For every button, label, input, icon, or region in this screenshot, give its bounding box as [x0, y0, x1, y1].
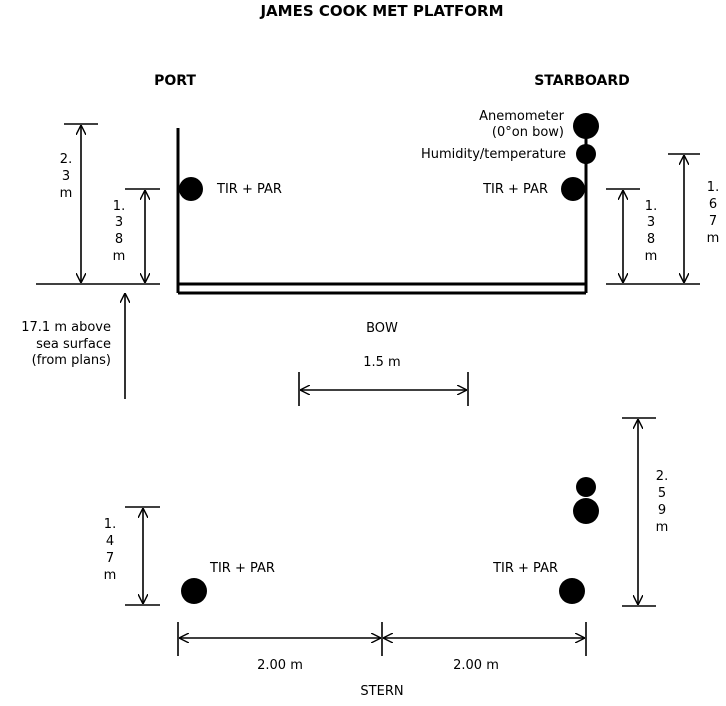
svg-text:7: 7 — [709, 214, 717, 229]
bow-label: BOW — [366, 321, 398, 336]
svg-text:m: m — [656, 520, 669, 535]
stern-starboard-tir-par-sensor — [559, 578, 585, 604]
svg-text:3: 3 — [647, 215, 655, 230]
stern-starboard-tir-par-label: TIR + PAR — [492, 561, 558, 576]
svg-text:8: 8 — [647, 232, 655, 247]
diagram-title: JAMES COOK MET PLATFORM — [259, 2, 503, 20]
port-tall-dimension: 2. 3 m — [36, 123, 160, 285]
svg-text:1.: 1. — [104, 517, 116, 532]
bow-width-dimension: 1.5 m — [298, 355, 469, 406]
stern-left-dimension: 1. 4 7 m — [104, 506, 160, 606]
stern-span-dimensions: 2.00 m 2.00 m — [177, 622, 587, 673]
svg-text:2.: 2. — [656, 469, 668, 484]
starboard-tir-par-sensor — [561, 177, 585, 201]
svg-text:6: 6 — [709, 197, 717, 212]
svg-text:17.1 m above: 17.1 m above — [21, 320, 111, 335]
stern-port-tir-par-label: TIR + PAR — [209, 561, 275, 576]
stern-anemometer-sensor — [573, 498, 599, 524]
svg-text:3: 3 — [115, 215, 123, 230]
svg-text:m: m — [645, 249, 658, 264]
svg-text:m: m — [707, 231, 720, 246]
svg-text:8: 8 — [115, 232, 123, 247]
svg-text:2.00 m: 2.00 m — [257, 658, 303, 673]
svg-text:sea surface: sea surface — [36, 337, 111, 352]
port-short-dimension: 1. 3 8 m — [113, 188, 160, 283]
svg-text:1.: 1. — [113, 199, 125, 214]
svg-text:9: 9 — [658, 503, 666, 518]
svg-text:1.: 1. — [645, 199, 657, 214]
anemometer-label-line1: Anemometer — [479, 109, 565, 124]
port-tir-par-label: TIR + PAR — [216, 182, 282, 197]
svg-text:m: m — [113, 249, 126, 264]
port-tir-par-sensor — [179, 177, 203, 201]
humidity-temperature-sensor — [576, 144, 596, 164]
starboard-tall-dimension: 1. 6 7 m — [668, 153, 720, 283]
starboard-label: STARBOARD — [534, 73, 630, 89]
svg-text:m: m — [60, 186, 73, 201]
svg-text:1.5 m: 1.5 m — [363, 355, 400, 370]
starboard-tir-par-label: TIR + PAR — [482, 182, 548, 197]
anemometer-label-line2: (0°on bow) — [492, 125, 564, 140]
stern-right-dimension: 2. 5 9 m — [622, 417, 669, 607]
anemometer-sensor — [573, 113, 599, 139]
svg-text:3: 3 — [62, 169, 70, 184]
stern-label: STERN — [360, 684, 403, 699]
svg-text:2.: 2. — [60, 152, 72, 167]
stern-humidity-sensor — [576, 477, 596, 497]
svg-text:1.: 1. — [707, 180, 719, 195]
humidity-temperature-label: Humidity/temperature — [421, 147, 566, 162]
svg-text:4: 4 — [106, 534, 114, 549]
svg-text:2.00 m: 2.00 m — [453, 658, 499, 673]
svg-text:(from plans): (from plans) — [32, 353, 111, 368]
starboard-short-dimension: 1. 3 8 m — [606, 188, 700, 285]
sea-surface-note: 17.1 m above sea surface (from plans) — [21, 293, 125, 399]
svg-text:5: 5 — [658, 486, 666, 501]
svg-text:7: 7 — [106, 551, 114, 566]
port-label: PORT — [154, 73, 196, 89]
svg-text:m: m — [104, 568, 117, 583]
stern-port-tir-par-sensor — [181, 578, 207, 604]
